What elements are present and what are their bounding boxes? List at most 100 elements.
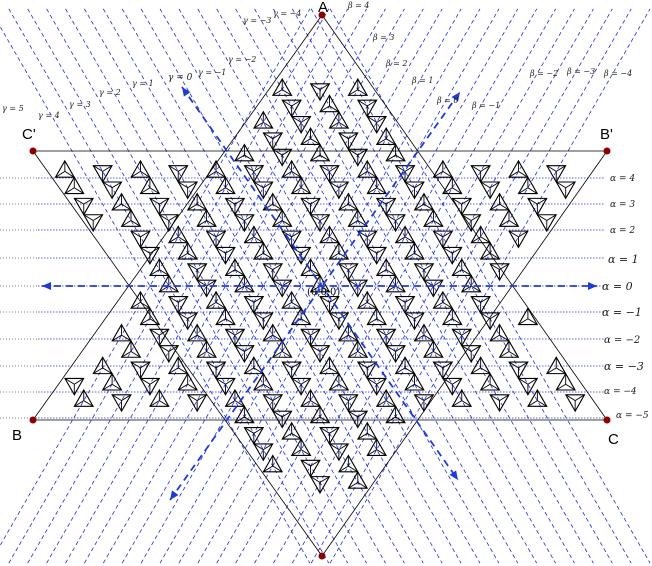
trimer-triangle	[375, 257, 397, 276]
trimer-triangle	[281, 159, 302, 178]
trimer-bond	[348, 132, 358, 140]
trimer-bond	[140, 378, 151, 385]
trimer-bond	[111, 383, 122, 391]
trimer-triangle	[262, 263, 284, 282]
trimer-bond	[489, 312, 500, 320]
trimer-bond	[291, 116, 302, 123]
trimer-bond	[92, 214, 103, 221]
trimer-bond	[442, 361, 453, 369]
trimer-bond	[121, 334, 132, 342]
trimer-bond	[74, 187, 84, 194]
trimer-bond	[197, 351, 207, 358]
trimer-bond	[338, 394, 349, 401]
trimer-bond	[196, 334, 207, 342]
trimer-bond	[404, 236, 415, 244]
trimer-bond	[234, 197, 245, 205]
trimer-bond	[452, 197, 462, 205]
trimer-triangle	[300, 257, 321, 276]
trimer-bond	[489, 334, 500, 342]
trimer-triangle	[423, 208, 444, 227]
trimer-bond	[452, 187, 462, 194]
trimer-bond	[546, 214, 557, 221]
trimer-triangle	[347, 410, 369, 429]
trimer-bond	[215, 187, 226, 194]
trimer-triangle	[243, 426, 265, 445]
trimer-triangle	[177, 181, 199, 200]
trimer-bond	[263, 443, 273, 451]
trimer-triangle	[413, 263, 435, 282]
trimer-triangle	[385, 405, 406, 424]
trimer-bond	[452, 269, 462, 276]
trimer-triangle	[555, 372, 577, 391]
trimer-bond	[253, 121, 264, 129]
beta-guide-line	[310, 8, 632, 564]
trimer-bond	[480, 296, 491, 303]
trimer-bond	[196, 203, 207, 211]
trimer-triangle	[441, 176, 463, 195]
trimer-triangle	[73, 197, 95, 216]
trimer-bond	[395, 154, 406, 162]
trimer-bond	[404, 181, 415, 189]
trimer-bond	[159, 197, 169, 205]
trimer-bond	[329, 427, 340, 434]
trimer-bond	[452, 247, 462, 254]
trimer-triangle	[111, 192, 132, 211]
trimer-bond	[234, 345, 245, 352]
trimer-bond	[102, 383, 113, 391]
trimer-bond	[452, 400, 462, 407]
corner-label-b-prime: B'	[600, 126, 613, 143]
trimer-bond	[263, 383, 273, 391]
trimer-bond	[348, 89, 359, 96]
trimer-triangle	[347, 148, 369, 167]
trimer-bond	[234, 328, 245, 336]
trimer-bond	[215, 247, 226, 254]
triangle-lattice	[32, 14, 608, 557]
trimer-bond	[253, 296, 264, 303]
gamma-guide-line	[235, 8, 556, 564]
trimer-bond	[178, 236, 188, 244]
trimer-bond	[291, 361, 302, 369]
trimer-bond	[300, 378, 311, 385]
trimer-bond	[234, 154, 245, 162]
trimer-bond	[348, 334, 358, 342]
trimer-bond	[461, 269, 472, 276]
trimer-bond	[178, 165, 188, 172]
trimer-bond	[357, 99, 368, 107]
trimer-bond	[244, 285, 254, 293]
trimer-bond	[348, 465, 358, 473]
trimer-triangle	[290, 115, 312, 134]
trimer-bond	[386, 345, 396, 352]
trimer-triangle	[205, 290, 227, 309]
beta-label-m4: β = −4	[603, 69, 632, 78]
trimer-bond	[197, 279, 207, 287]
corner-label-b: B	[12, 427, 22, 444]
trimer-bond	[386, 214, 396, 221]
trimer-triangle	[319, 356, 340, 375]
trimer-triangle	[432, 159, 454, 178]
trimer-triangle	[300, 328, 321, 347]
trimer-bond	[168, 296, 179, 303]
trimer-triangle	[205, 361, 227, 380]
trimer-bond	[556, 383, 566, 391]
trimer-bond	[234, 269, 245, 276]
trimer-triangle	[356, 361, 378, 380]
trimer-bond	[244, 214, 254, 221]
gamma-guide-line	[216, 8, 538, 564]
trimer-bond	[310, 197, 321, 205]
trimer-bond	[244, 165, 255, 172]
trimer-triangle	[394, 296, 416, 315]
trimer-triangle	[328, 312, 350, 331]
trimer-bond	[111, 181, 122, 189]
trimer-bond	[348, 203, 358, 211]
trimer-bond	[253, 383, 264, 391]
trimer-triangle	[545, 165, 567, 184]
trimer-bond	[310, 328, 321, 336]
alpha-label-1: α = 1	[608, 253, 639, 266]
trimer-bond	[423, 279, 434, 287]
trimer-triangle	[149, 328, 170, 347]
trimer-bond	[272, 334, 283, 342]
trimer-bond	[263, 132, 273, 140]
trimer-bond	[234, 285, 245, 293]
trimer-bond	[206, 230, 217, 238]
